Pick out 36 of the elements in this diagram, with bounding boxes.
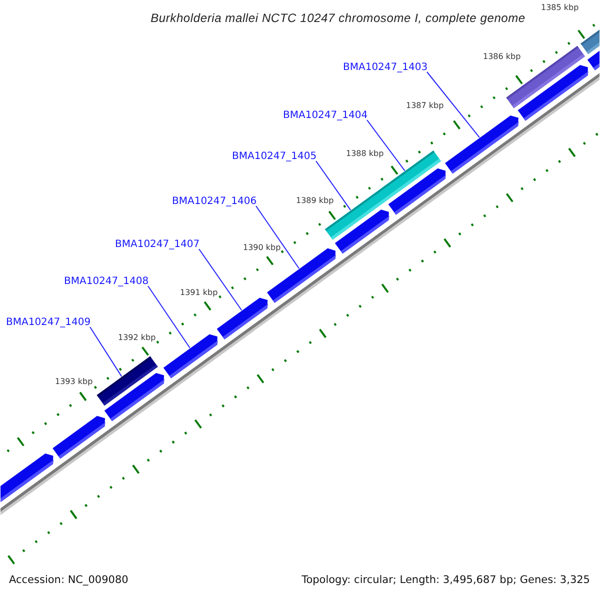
scale-label: 1387 kbp — [406, 101, 444, 111]
gene-label: BMA10247_1408 — [64, 276, 149, 287]
scale-label: 1393 kbp — [55, 377, 93, 387]
leader-line — [316, 160, 352, 211]
leader-line — [366, 120, 406, 172]
scale-label: 1388 kbp — [346, 149, 384, 159]
gene-label: BMA10247_1405 — [232, 151, 317, 162]
leader-line — [426, 72, 480, 138]
gene-block — [52, 416, 106, 459]
scale-label: 1385 kbp — [541, 3, 579, 13]
title: Burkholderia mallei NCTC 10247 chromosome I, complete genome — [150, 11, 526, 25]
gene-block — [388, 168, 446, 215]
gene-block — [216, 298, 268, 340]
scale-label: 1390 kbp — [243, 243, 281, 253]
gene-bar — [96, 356, 158, 406]
gene-block — [0, 454, 54, 502]
gene-label: BMA10247_1407 — [115, 239, 200, 250]
scale-label: 1386 kbp — [483, 52, 521, 62]
scale-label: 1392 kbp — [118, 333, 156, 343]
leader-line — [256, 206, 300, 270]
gene-label: BMA10247_1404 — [283, 110, 368, 121]
leader-line — [148, 286, 190, 348]
leader-line — [90, 326, 122, 377]
leader-line — [198, 248, 242, 311]
gene-block — [587, 50, 600, 70]
gene-block — [445, 116, 519, 174]
gene-block — [518, 65, 588, 121]
gene-bar — [580, 30, 600, 54]
gene-label: BMA10247_1403 — [343, 62, 428, 73]
footer-text: Topology: circular; Length: 3,495,687 bp; Genes: 3,325 — [302, 574, 590, 586]
scale-label: 1391 kbp — [180, 288, 218, 298]
gene-label: BMA10247_1409 — [6, 317, 91, 328]
gene-label: BMA10247_1406 — [172, 196, 257, 207]
gene-block — [163, 334, 218, 378]
footer-text: Accession: NC_009080 — [9, 574, 128, 586]
scale-label: 1389 kbp — [296, 196, 334, 206]
